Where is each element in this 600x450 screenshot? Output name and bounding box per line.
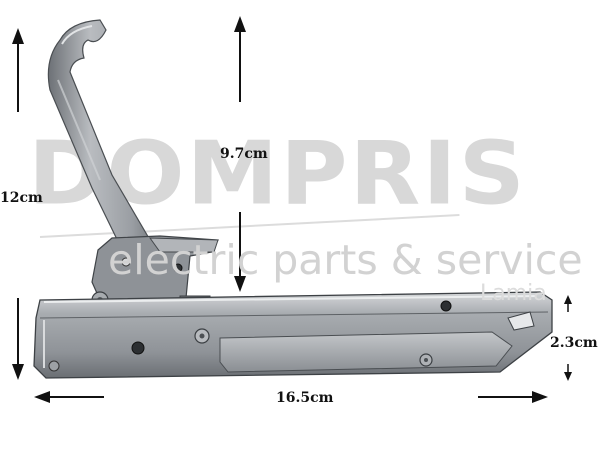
depth-arrow-down [564,364,572,381]
arm-height-dimension-label: 9.7cm [220,146,268,162]
arm-arrow-up [234,16,246,102]
watermark-location: Lamia [480,281,547,306]
depth-arrow-up [564,295,572,312]
length-arrow-right [478,391,548,403]
arm-arrow-down [234,212,246,292]
hinge-mechanism [91,235,219,309]
height-arrow-down [12,298,24,380]
watermark-tagline: electric parts & service [108,236,583,284]
dimension-arrows [12,16,572,403]
height-arrow-up [12,28,24,112]
hinge-arm [47,19,170,263]
height-dimension-label: 12cm [0,190,43,206]
depth-dimension-label: 2.3cm [550,335,598,351]
hinge-body [33,291,553,379]
length-arrow-left [34,391,104,403]
length-dimension-label: 16.5cm [276,390,334,406]
